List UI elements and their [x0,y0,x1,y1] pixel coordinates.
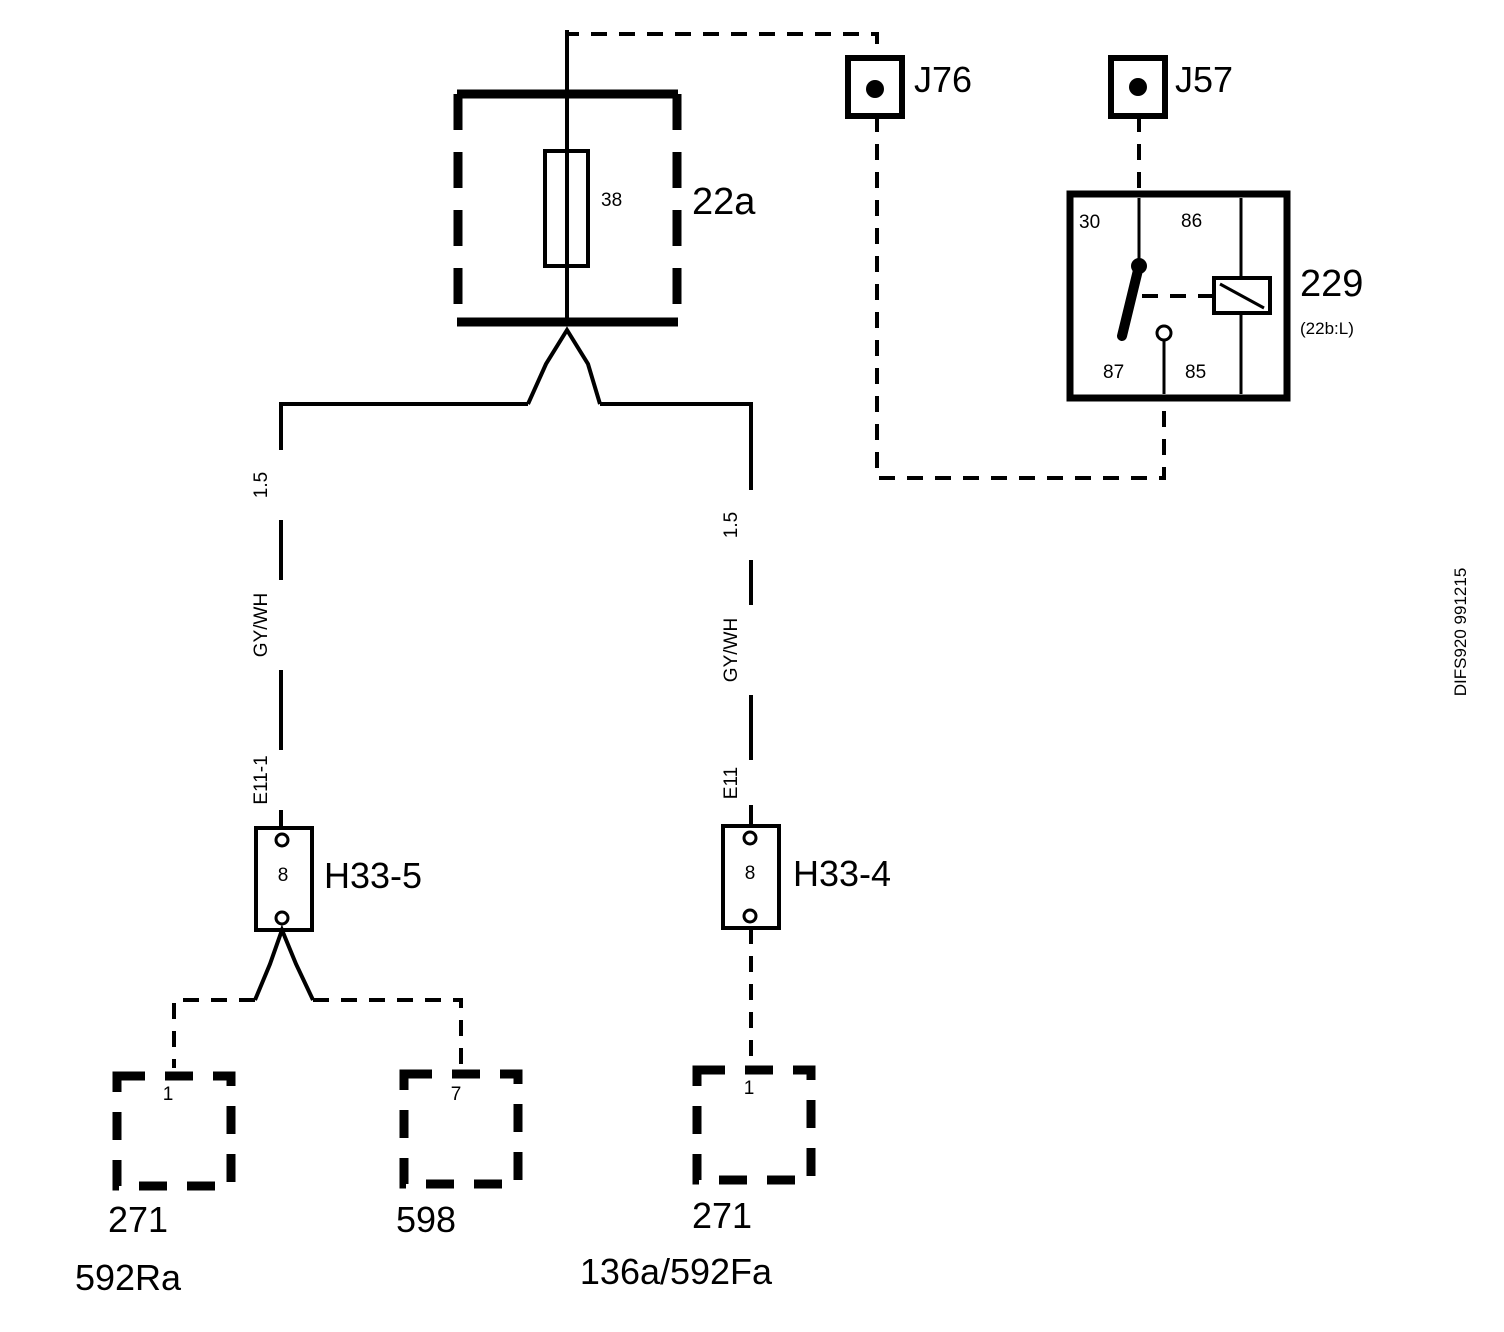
relay-label: 229 [1300,263,1363,305]
junction-right-label: H33-4 [793,853,891,894]
wire-right-splice: E11 [721,767,742,799]
fuse-box-label: 22a [692,181,756,223]
component-271-left-sub: 592Ra [75,1257,182,1298]
doc-reference: DIFS920 991215 [1451,568,1470,697]
wire-right-color: GY/WH [721,618,742,682]
component-271-right-pin: 1 [744,1078,755,1099]
fuse-number: 38 [601,190,622,211]
j76-to-relay-85 [875,116,1166,480]
relay-pin-86: 86 [1181,211,1202,232]
relay-sub-label: (22b:L) [1300,319,1354,338]
feed-to-j76 [565,30,879,58]
junction-left-fork [253,924,315,1001]
wire-left-color: GY/WH [251,593,272,657]
relay-pin-30: 30 [1079,212,1100,233]
component-271-right-label: 271 [692,1195,752,1236]
fuse-box: 38 22a [453,30,756,327]
wire-to-598 [313,998,463,1068]
wire-to-271-left [172,998,255,1068]
wire-left-gauge: 1.5 [251,472,272,498]
relay-pin-87: 87 [1103,362,1124,383]
fuse-output-fork [526,326,602,405]
junction-h33-5: 8 H33-5 [254,826,422,932]
relay: 30 86 87 85 229 (22b:L) [1066,190,1363,402]
junction-h33-4: 8 H33-4 [721,824,891,930]
component-598 [399,1069,523,1189]
component-271-right [692,1065,816,1185]
j57-label: J57 [1175,59,1233,100]
connector-j76: J76 [845,55,972,119]
j76-label: J76 [914,59,972,100]
component-598-label: 598 [396,1199,456,1240]
junction-left-label: H33-5 [324,855,422,896]
wire-left-splice: E11-1 [251,755,272,804]
component-598-pin: 7 [451,1084,462,1105]
component-271-left-label: 271 [108,1199,168,1240]
wire-right-gauge: 1.5 [721,512,742,538]
junction-right-pin: 8 [745,863,756,884]
connector-j57: J57 [1108,55,1233,119]
component-271-left [112,1071,236,1191]
relay-switch-arm [1117,261,1144,341]
relay-pin-85: 85 [1185,362,1206,383]
junction-left-pin: 8 [278,865,289,886]
component-271-left-pin: 1 [163,1084,174,1105]
wire-left [279,402,528,828]
component-271-right-sub: 136a/592Fa [580,1251,773,1292]
